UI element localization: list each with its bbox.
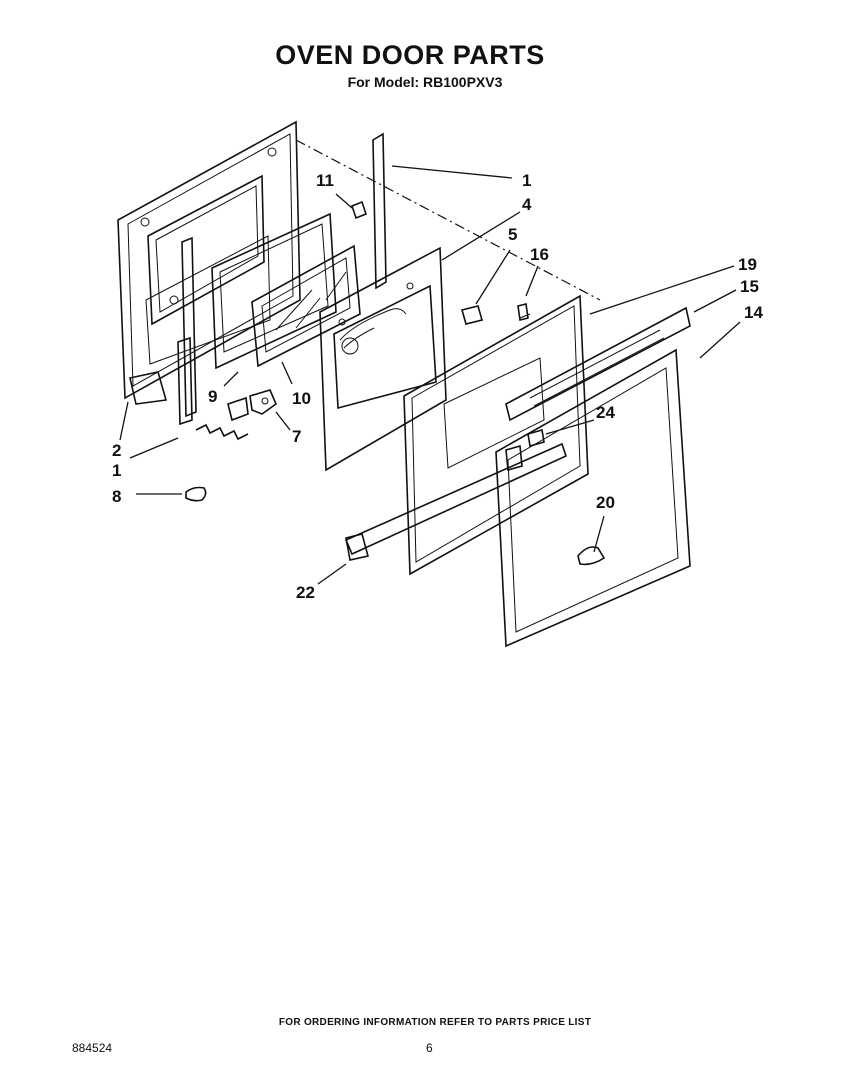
callout-10: 10 [292, 389, 311, 408]
door-liner [319, 246, 447, 472]
leader-22 [317, 563, 347, 585]
door-handle [344, 442, 567, 561]
document-number: 884524 [72, 1041, 113, 1055]
callout-8: 8 [112, 487, 121, 506]
leader-20 [593, 515, 605, 553]
callout-15: 15 [740, 277, 759, 296]
hinge-spring [195, 389, 277, 441]
leader-9 [223, 371, 239, 387]
callout-16: 16 [530, 245, 549, 264]
hinge-channel-left [177, 236, 197, 426]
small-fasteners [351, 200, 606, 566]
leader-2 [119, 401, 129, 441]
page-title: OVEN DOOR PARTS [275, 40, 545, 70]
window-pack [211, 212, 337, 370]
page-number: 6 [426, 1041, 433, 1055]
leader-5 [475, 249, 511, 305]
vent-trim [505, 306, 691, 422]
callout-22: 22 [296, 583, 315, 602]
leader-4 [441, 211, 521, 261]
callout-1-top: 1 [522, 171, 531, 190]
callout-7: 7 [292, 427, 301, 446]
leader-1-bottom [129, 437, 179, 459]
leader-1-top [391, 165, 513, 179]
hinge-bracket [129, 371, 168, 405]
callout-1-bottom: 1 [112, 461, 121, 480]
callout-2: 2 [112, 441, 121, 460]
outer-door-frame [403, 294, 589, 576]
leader-11 [335, 193, 353, 209]
callout-19: 19 [738, 255, 757, 274]
alignment-line [295, 139, 601, 301]
outer-door-glass [495, 348, 691, 648]
leader-19 [589, 265, 735, 315]
inner-door-panel [117, 120, 301, 400]
leader-10 [281, 361, 293, 385]
callout-5: 5 [508, 225, 517, 244]
leader-15 [693, 289, 737, 313]
callout-24: 24 [596, 403, 615, 422]
ordering-note: FOR ORDERING INFORMATION REFER TO PARTS … [278, 1017, 592, 1028]
callout-20: 20 [596, 493, 615, 512]
leader-7 [275, 411, 291, 431]
model-subtitle: For Model: RB100PXV3 [347, 74, 503, 90]
glass-panel [251, 244, 361, 368]
clip-part [185, 486, 207, 502]
leader-24 [545, 419, 595, 435]
leader-16 [525, 265, 539, 297]
hinge-channel-top [372, 132, 387, 290]
callout-4: 4 [522, 195, 532, 214]
callout-9: 9 [208, 387, 217, 406]
callout-11: 11 [316, 171, 334, 190]
leader-14 [699, 321, 741, 359]
callout-14: 14 [744, 303, 763, 322]
